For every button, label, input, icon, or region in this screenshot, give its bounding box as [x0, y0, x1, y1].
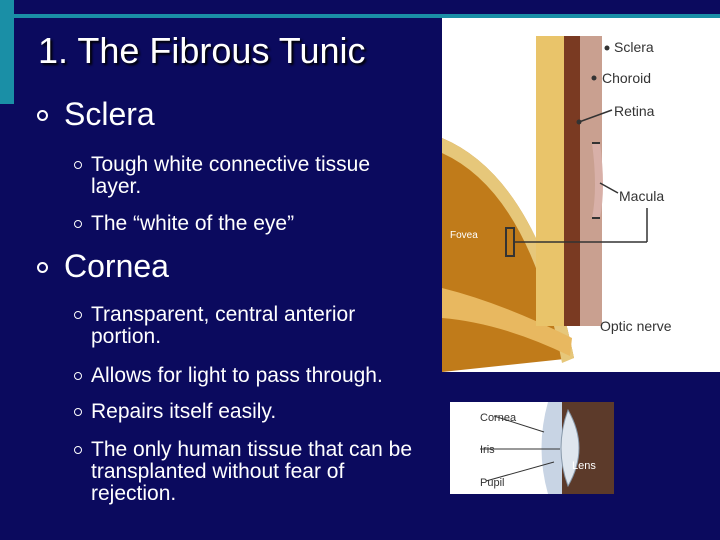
sub-bullet: The “white of the eye” — [74, 212, 421, 235]
label-retina: Retina — [614, 103, 655, 119]
sub-bullet-dot-icon — [74, 311, 82, 319]
sub-bullet-dot-icon — [74, 408, 82, 416]
sub-bullet-text: The only human tissue that can be transp… — [91, 438, 413, 505]
sub-bullet: Tough white connective tissue layer. — [74, 153, 421, 198]
sub-bullet-dot-icon — [74, 446, 82, 454]
cornea-lens-diagram: Cornea Iris Pupil Lens — [450, 402, 614, 494]
label-pupil: Pupil — [480, 477, 504, 489]
sub-bullet-text: Repairs itself easily. — [91, 400, 277, 423]
eye-wall-diagram: Sclera Choroid Retina Macula Fovea Optic… — [442, 18, 720, 372]
sub-bullet-text: The “white of the eye” — [91, 212, 295, 235]
bullet-heading: Cornea — [64, 248, 169, 284]
sub-bullet-text: Allows for light to pass through. — [91, 364, 383, 387]
accent-line — [14, 14, 720, 18]
sub-bullet: The only human tissue that can be transp… — [74, 438, 431, 505]
eye-wall-illustration: Sclera Choroid Retina Macula Fovea Optic… — [442, 18, 720, 372]
bullet-sclera: Sclera — [37, 96, 155, 133]
label-lens: Lens — [572, 460, 596, 472]
label-fovea: Fovea — [450, 230, 478, 241]
label-iris: Iris — [480, 444, 495, 456]
bullet-dot-icon — [37, 110, 48, 121]
label-choroid: Choroid — [602, 70, 651, 86]
bullet-heading: Sclera — [64, 96, 155, 132]
bullet-cornea: Cornea — [37, 248, 169, 285]
sub-bullet-dot-icon — [74, 161, 82, 169]
sub-bullet-text: Tough white connective tissue layer. — [91, 153, 370, 198]
label-sclera: Sclera — [614, 39, 654, 55]
label-macula: Macula — [619, 188, 664, 204]
slide-title: 1. The Fibrous Tunic — [38, 30, 366, 71]
accent-bar — [0, 0, 14, 104]
cornea-lens-illustration: Cornea Iris Pupil Lens — [450, 402, 614, 494]
sub-bullet: Allows for light to pass through. — [74, 364, 431, 387]
label-cornea: Cornea — [480, 412, 517, 424]
sub-bullet-dot-icon — [74, 220, 82, 228]
label-optic-nerve: Optic nerve — [600, 318, 672, 334]
sub-bullet-dot-icon — [74, 372, 82, 380]
sub-bullet-text: Transparent, central anterior portion. — [91, 303, 356, 348]
sub-bullet: Repairs itself easily. — [74, 400, 421, 423]
sub-bullet: Transparent, central anterior portion. — [74, 303, 411, 348]
bullet-dot-icon — [37, 262, 48, 273]
